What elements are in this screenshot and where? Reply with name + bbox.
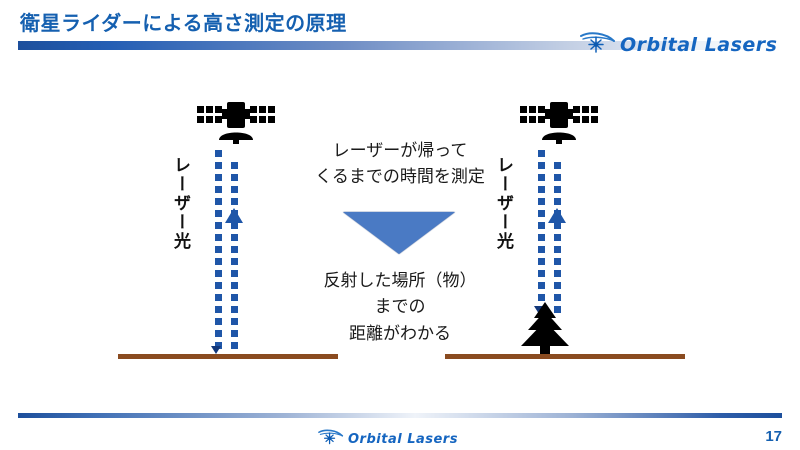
satellite-icon (516, 100, 602, 146)
orbit-star-icon (580, 30, 616, 59)
laser-beam-down-right (538, 150, 545, 313)
ground-line-left (118, 354, 338, 359)
footer-divider (18, 413, 782, 418)
caption-measure-time: レーザーが帰って くるまでの時間を測定 (315, 141, 485, 187)
brand-name: Orbital Lasers (348, 431, 458, 447)
laser-label-right: レーザー光 (494, 156, 513, 251)
laser-return-arrow-left (225, 208, 243, 223)
satellite-icon (193, 100, 279, 146)
laser-beam-up-right (554, 162, 561, 313)
diagram-canvas: レーザー光 レーザー光 レーザーが帰って くるまでの時間を測定 反射した場所（物… (0, 60, 800, 405)
page-number: 17 (765, 428, 782, 445)
laser-beam-up-left (231, 162, 238, 354)
down-triangle-icon (343, 212, 455, 254)
laser-label-left: レーザー光 (171, 156, 190, 251)
page-title: 衛星ライダーによる高さ測定の原理 (20, 13, 347, 35)
ground-line-right (445, 354, 685, 359)
laser-beam-down-left (215, 150, 222, 354)
caption-distance-known: 反射した場所（物） までの 距離がわかる (323, 271, 477, 343)
brand-name: Orbital Lasers (620, 33, 778, 56)
laser-return-arrow-right (548, 208, 566, 223)
header-divider (18, 41, 782, 50)
laser-tree-hit-right (534, 306, 544, 314)
laser-ground-hit-left (211, 346, 221, 354)
conifer-tree-icon (513, 302, 577, 356)
brand-logo-header: Orbital Lasers (580, 30, 777, 59)
orbit-star-icon (318, 428, 344, 450)
brand-logo-footer: Orbital Lasers (318, 428, 458, 450)
